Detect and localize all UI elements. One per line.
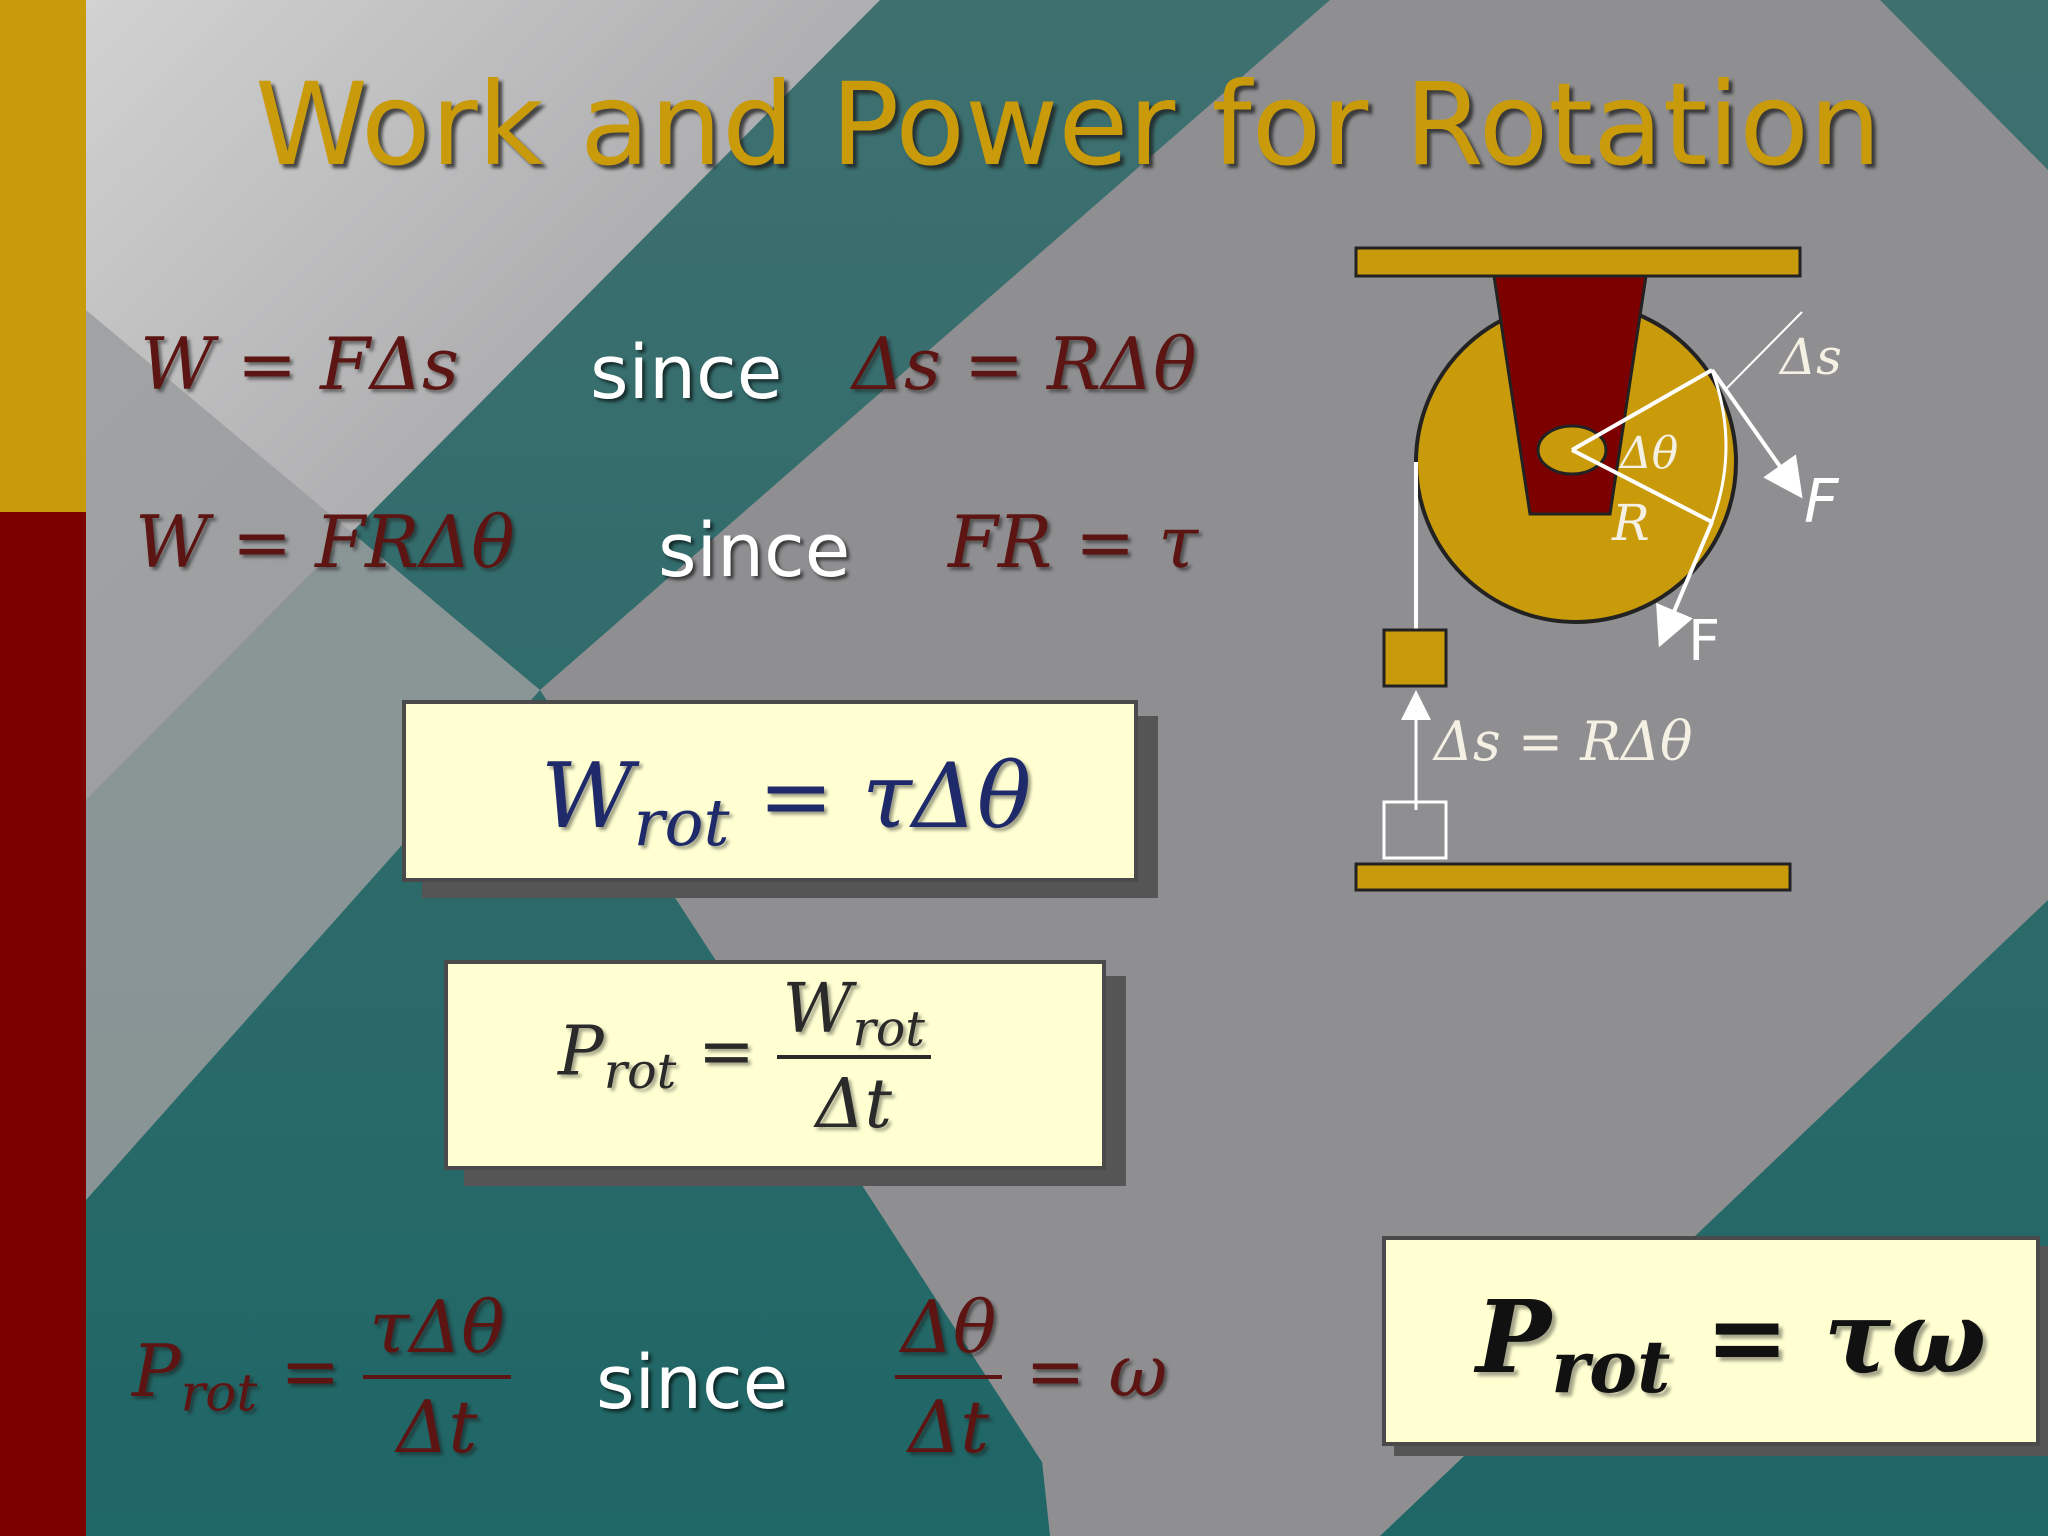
since-word-1: since xyxy=(590,330,783,416)
since-word-3: since xyxy=(596,1340,789,1426)
power-definition-box: Prot = Wrot Δt xyxy=(444,960,1106,1170)
equation-angular-velocity: Δθ Δt = ω xyxy=(895,1285,1167,1469)
radius-line-upper xyxy=(1571,368,1713,452)
arc-segment xyxy=(1710,369,1728,523)
equation-work-force-displacement: W = FΔs xyxy=(140,322,459,406)
grey-panel-left xyxy=(86,310,540,1200)
power-fraction: Wrot Δt xyxy=(776,970,931,1144)
grey-diamond-lower xyxy=(1010,1160,1380,1536)
work-rotation-box: Wrot = τΔθ xyxy=(402,700,1138,882)
slide-title: Work and Power for Rotation xyxy=(255,58,1882,191)
label-force-lower: F xyxy=(1688,609,1720,674)
equation-torque-definition: FR = τ xyxy=(948,500,1198,584)
power-rotation-formula: Prot = τω xyxy=(1476,1278,1987,1410)
label-force-upper: F xyxy=(1804,467,1840,537)
equation-arc-length: Δs = RΔθ xyxy=(852,322,1197,406)
equation-power-torque-over-time: Prot = τΔθ Δt xyxy=(132,1285,511,1469)
eq1-rhs: Δs = RΔθ xyxy=(852,322,1197,406)
pulley-diagram: Δs Δθ R F F Δs = RΔθ xyxy=(1354,246,1842,892)
label-delta-s: Δs xyxy=(1778,328,1842,386)
left-bar-gold xyxy=(0,0,86,512)
work-rotation-formula: Wrot = τΔθ xyxy=(541,744,1032,862)
force-arrow-lower xyxy=(1656,521,1714,648)
floor-support xyxy=(1354,862,1792,892)
angle-time-fraction: Δθ Δt xyxy=(895,1285,1003,1469)
label-delta-theta: Δθ xyxy=(1618,428,1678,479)
label-radius: R xyxy=(1611,494,1650,552)
eq2-lhs: W = FRΔθ xyxy=(135,500,515,584)
mass-initial-outline xyxy=(1382,800,1448,860)
force-arrow-upper xyxy=(1710,368,1803,499)
power-definition-formula: Prot = Wrot Δt xyxy=(558,970,931,1144)
power-rotation-box: Prot = τω xyxy=(1382,1236,2040,1446)
pulley-bracket xyxy=(1492,274,1648,516)
label-displacement: Δs = RΔθ xyxy=(1432,710,1692,773)
equation-work-force-radius: W = FRΔθ xyxy=(135,500,515,584)
ceiling-support xyxy=(1354,246,1802,278)
eq1-lhs: W = FΔs xyxy=(140,322,460,406)
radius-line-lower xyxy=(1571,448,1713,524)
since-word-2: since xyxy=(658,508,851,594)
eq2-rhs: FR = τ xyxy=(948,500,1199,584)
hanging-mass xyxy=(1382,628,1448,688)
arc-pointer xyxy=(1724,311,1803,391)
torque-time-fraction: τΔθ Δt xyxy=(363,1285,511,1469)
left-bar-maroon xyxy=(0,512,86,1536)
